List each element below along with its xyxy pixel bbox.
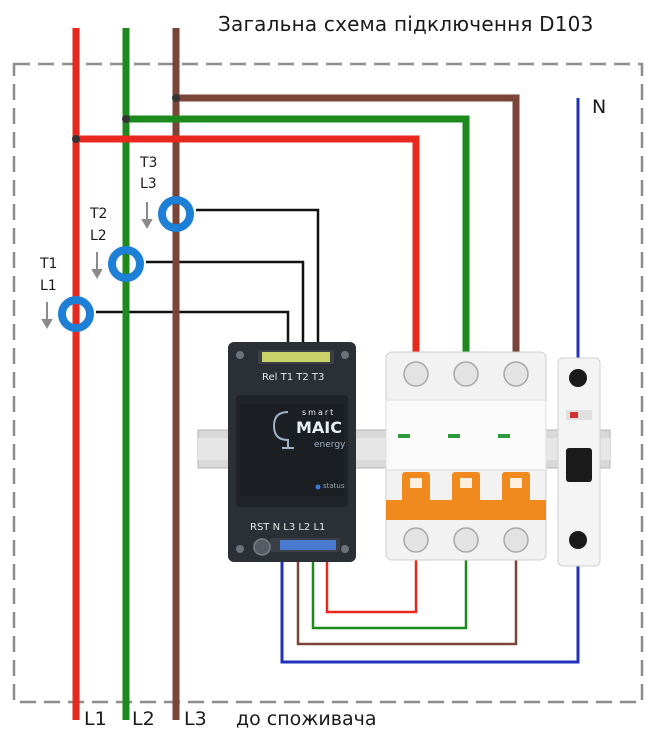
ct-ring-t2 (108, 246, 144, 282)
meter-logo: MAIC (296, 418, 342, 437)
sensor-t3-line: L3 (140, 176, 157, 192)
breaker-neutral (557, 357, 601, 567)
feed-l1 (325, 548, 418, 614)
tap-l3 (176, 94, 520, 358)
tap-l1 (76, 135, 420, 358)
feed-l2 (311, 548, 468, 630)
meter-logo-small: smart (302, 408, 336, 417)
bottom-label-consumer: до споживача (236, 708, 377, 730)
arrow-t2 (91, 252, 103, 280)
enclosure-border (12, 62, 644, 704)
meter-bottom-terminal-labels: RST N L3 L2 L1 (250, 522, 326, 533)
meter-status-label: status (323, 482, 345, 490)
sensor-t1-line: L1 (40, 278, 57, 294)
bottom-label-l1: L1 (84, 708, 107, 730)
wire-t1 (96, 310, 290, 350)
feed-l3 (296, 548, 518, 646)
wire-t2 (146, 260, 305, 350)
meter-top-terminal-labels: Rel T1 T2 T3 (262, 372, 325, 383)
sensor-t1-label: T1 (40, 256, 58, 272)
neutral-label: N (592, 96, 607, 118)
arrow-t3 (141, 202, 153, 230)
tap-l2 (126, 115, 470, 358)
meter-device (228, 342, 356, 562)
bottom-label-l2: L2 (132, 708, 155, 730)
meter-logo-sub: energy (314, 440, 346, 450)
wire-t3 (196, 208, 320, 350)
bottom-label-l3: L3 (184, 708, 207, 730)
breaker-3pole (385, 351, 547, 561)
diagram-title: Загальна схема підключення D103 (218, 12, 594, 36)
sensor-t2-label: T2 (90, 206, 108, 222)
sensor-t3-label: T3 (140, 155, 158, 171)
ct-ring-t3 (158, 196, 194, 232)
ct-ring-t1 (58, 296, 94, 332)
arrow-t1 (41, 302, 53, 330)
sensor-t2-line: L2 (90, 228, 107, 244)
